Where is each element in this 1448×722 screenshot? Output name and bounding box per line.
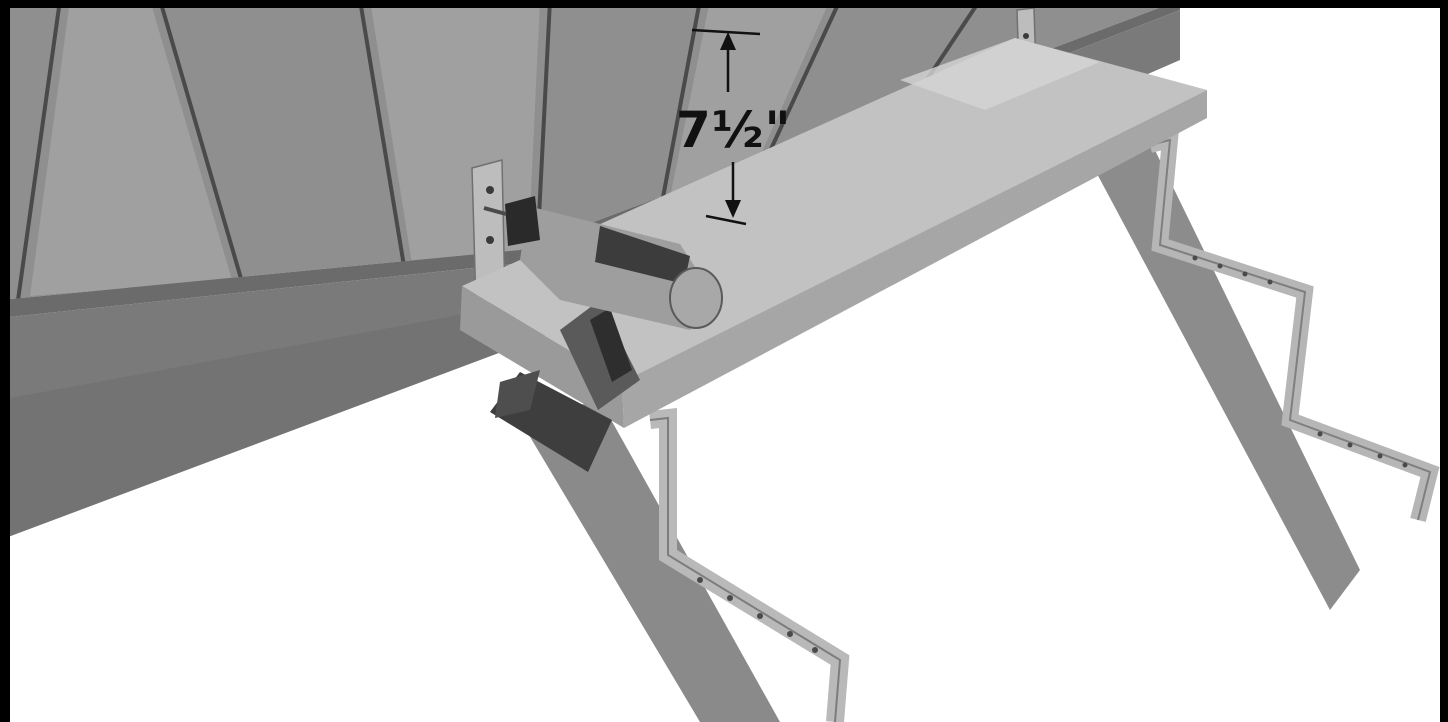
drill-chuck bbox=[505, 196, 540, 246]
dimension-arrow-down bbox=[725, 200, 741, 218]
dimension-label: 7½" bbox=[676, 101, 792, 159]
tread-front bbox=[622, 90, 1207, 428]
cordless-drill bbox=[483, 196, 723, 472]
deck-surface bbox=[0, 0, 1180, 300]
dimension-arrow-up bbox=[720, 32, 736, 50]
right-stringer bbox=[1095, 129, 1440, 610]
tread-end bbox=[460, 286, 624, 428]
dimension-top-extension bbox=[691, 28, 761, 36]
right-stringer-holes bbox=[1192, 255, 1408, 468]
drill-body bbox=[520, 206, 714, 330]
left-stringer-holes bbox=[697, 577, 818, 653]
bracket-screw bbox=[486, 186, 494, 194]
tread-highlight bbox=[900, 38, 1100, 110]
left-stringer bbox=[520, 400, 850, 722]
drill-motor-cap bbox=[669, 267, 723, 329]
bracket-screw bbox=[1023, 33, 1029, 39]
dimension-bottom-extension bbox=[705, 214, 747, 226]
drill-bit bbox=[483, 206, 507, 216]
bracket-screw bbox=[486, 236, 494, 244]
drill-handle bbox=[560, 300, 640, 410]
rim-joist-shade bbox=[0, 300, 560, 540]
drill-body-dark bbox=[595, 226, 690, 284]
dimension-callout bbox=[691, 28, 761, 226]
drill-grip bbox=[590, 308, 632, 382]
drill-battery-side bbox=[495, 370, 540, 418]
